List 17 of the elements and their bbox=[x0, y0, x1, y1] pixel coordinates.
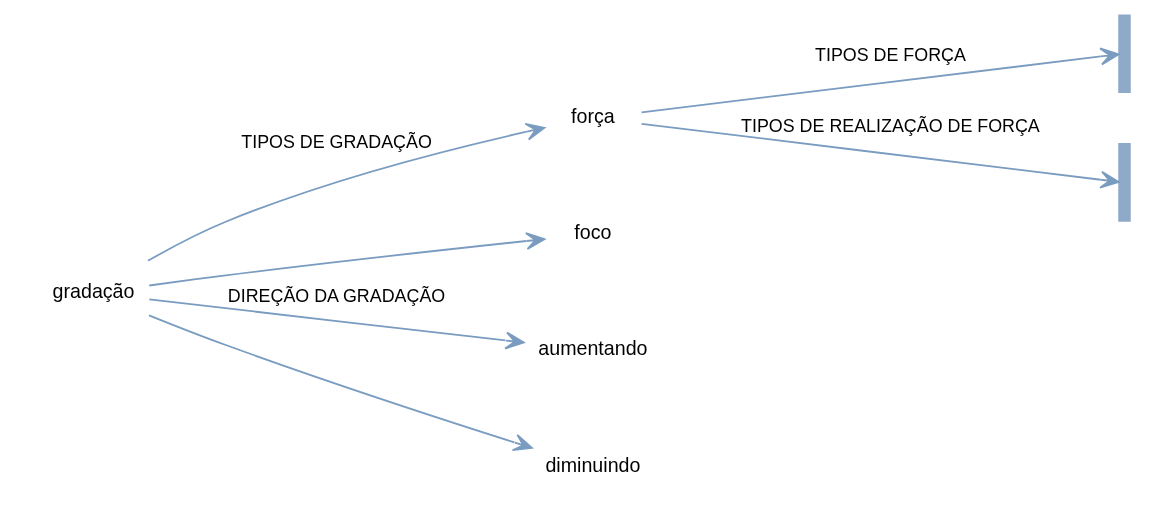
arrow bbox=[147, 314, 533, 452]
arrow bbox=[147, 232, 545, 287]
edge-label: TIPOS DE GRADAÇÃO bbox=[240, 132, 432, 153]
arrow bbox=[640, 47, 1120, 114]
arrow bbox=[640, 122, 1120, 189]
node-text: gradação bbox=[52, 280, 134, 303]
arrow bbox=[147, 298, 525, 350]
node-text: foco bbox=[573, 221, 611, 244]
node-text: aumentando bbox=[537, 337, 648, 360]
edge-label: TIPOS DE REALIZAÇÃO DE FORÇA bbox=[740, 116, 1040, 137]
node-bar bbox=[1117, 14, 1131, 94]
edge-label: DIREÇÃO DA GRADAÇÃO bbox=[227, 286, 445, 307]
edge-label: TIPOS DE FORÇA bbox=[814, 44, 966, 65]
arrow bbox=[146, 122, 545, 262]
node-bar bbox=[1117, 143, 1131, 222]
node-text: diminuindo bbox=[544, 453, 640, 476]
node-text: força bbox=[570, 105, 615, 128]
